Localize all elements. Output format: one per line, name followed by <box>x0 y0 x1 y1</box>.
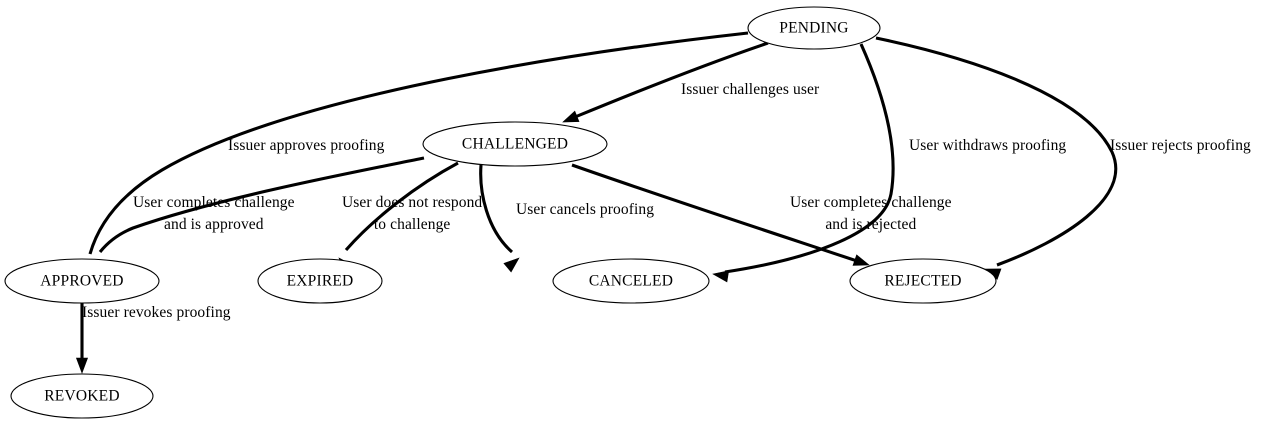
edge-label-line: Issuer rejects proofing <box>1110 137 1251 154</box>
state-node-pending[interactable]: PENDING <box>747 6 881 50</box>
edge-label-pending-challenged: Issuer challenges user <box>681 81 820 98</box>
edge-approved-revoked <box>75 303 89 374</box>
edge-arrowhead <box>503 257 520 273</box>
state-node-revoked[interactable]: REVOKED <box>10 373 154 419</box>
node-label: REJECTED <box>884 273 961 290</box>
node-label: REVOKED <box>44 388 119 405</box>
state-node-rejected[interactable]: REJECTED <box>849 258 997 304</box>
state-node-challenged[interactable]: CHALLENGED <box>422 121 608 167</box>
edge-line <box>88 31 749 255</box>
edge-label-line: Issuer revokes proofing <box>82 304 231 321</box>
edge-label-pending-canceled: User withdraws proofing <box>909 137 1066 154</box>
edge-challenged-canceled <box>479 164 520 273</box>
edge-pending-challenged <box>562 41 769 123</box>
edge-label-challenged-approved: User completes challenge and is approved <box>133 194 295 233</box>
node-label: EXPIRED <box>287 273 354 290</box>
edge-line <box>724 43 895 274</box>
edge-line <box>98 156 425 253</box>
edge-label-line: Issuer challenges user <box>681 81 820 98</box>
edge-label-line: User completes challenge <box>133 194 295 211</box>
node-shape[interactable] <box>422 121 608 167</box>
state-node-approved[interactable]: APPROVED <box>4 258 160 304</box>
edge-label-line: User completes challenge <box>790 194 952 211</box>
node-label: CHALLENGED <box>462 136 568 153</box>
edge-line <box>571 163 858 263</box>
edge-label-line: Issuer approves proofing <box>228 137 385 154</box>
node-shape[interactable] <box>552 258 710 304</box>
nodes-layer: PENDING CHALLENGED APPROVED EXPIRED CANCELED… <box>4 6 997 419</box>
edge-arrowhead <box>562 110 580 123</box>
state-node-expired[interactable]: EXPIRED <box>257 258 383 304</box>
node-shape[interactable] <box>257 258 383 304</box>
edge-pending-rejected <box>875 36 1118 280</box>
edge-label-line: and is rejected <box>825 216 916 233</box>
node-shape[interactable] <box>747 6 881 50</box>
node-shape[interactable] <box>10 373 154 419</box>
edge-label-challenged-canceled: User cancels proofing <box>516 201 654 218</box>
edge-line <box>344 161 459 252</box>
edge-label-approved-revoked: Issuer revokes proofing <box>82 304 231 321</box>
edge-pending-canceled <box>712 43 895 283</box>
edge-label-line: User withdraws proofing <box>909 137 1066 154</box>
edge-arrowhead <box>75 357 89 374</box>
edge-label-pending-approved: Issuer approves proofing <box>228 137 385 154</box>
edge-line <box>875 36 1118 267</box>
edge-label-pending-rejected: Issuer rejects proofing <box>1110 137 1251 154</box>
state-node-canceled[interactable]: CANCELED <box>552 258 710 304</box>
edge-pending-approved <box>85 31 749 279</box>
node-label: CANCELED <box>589 273 673 290</box>
node-label: APPROVED <box>40 273 123 290</box>
edge-line <box>479 164 514 254</box>
edge-label-line: to challenge <box>374 216 451 233</box>
node-label: PENDING <box>779 20 848 37</box>
edge-label-line: User cancels proofing <box>516 201 654 218</box>
edge-label-challenged-expired: User does not respond to challenge <box>342 194 482 233</box>
edge-label-line: and is approved <box>164 216 264 233</box>
edge-label-line: User does not respond <box>342 194 482 211</box>
edge-arrowhead <box>852 254 870 266</box>
node-shape[interactable] <box>849 258 997 304</box>
edge-line <box>574 41 769 119</box>
node-shape[interactable] <box>4 258 160 304</box>
edge-challenged-rejected <box>571 163 870 266</box>
edge-label-challenged-rejected: User completes challenge and is rejected <box>790 194 952 233</box>
edge-arrowhead <box>712 270 730 283</box>
